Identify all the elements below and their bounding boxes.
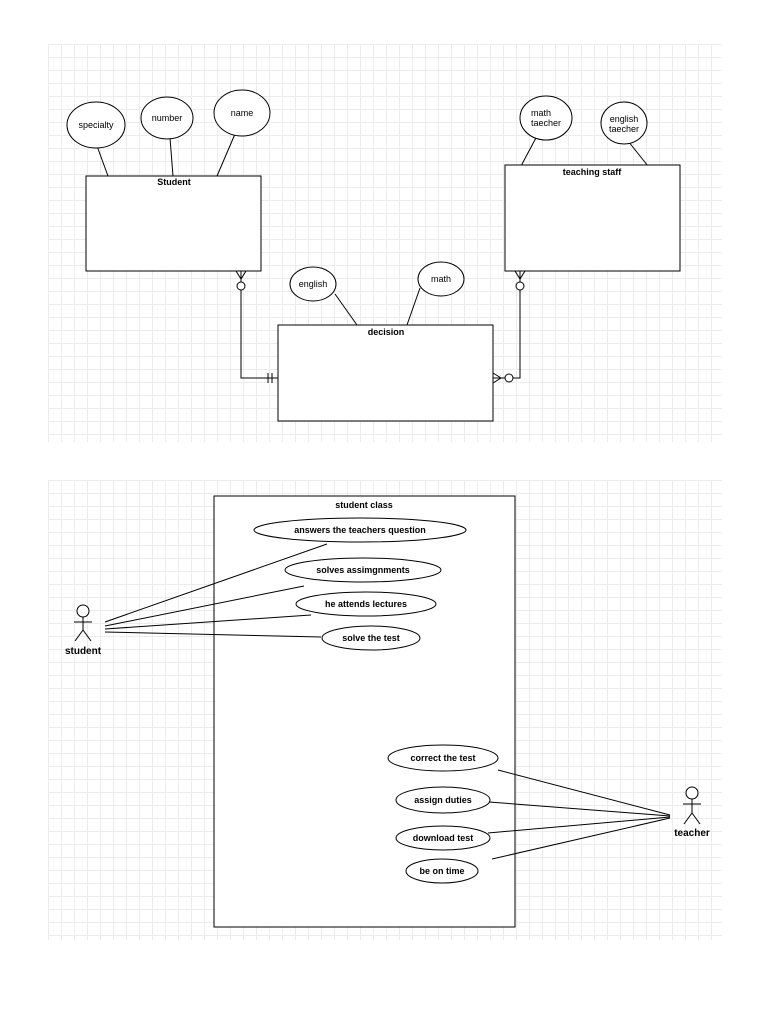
svg-text:solve the test: solve the test xyxy=(342,633,400,643)
svg-text:teacher: teacher xyxy=(674,828,710,839)
association-teacher-case-3 xyxy=(487,816,671,834)
svg-text:assign duties: assign duties xyxy=(414,795,472,805)
svg-text:math: math xyxy=(531,108,551,118)
svg-text:taecher: taecher xyxy=(609,124,639,134)
entity-decision: decision xyxy=(277,324,494,422)
association-student-case-2 xyxy=(104,585,305,627)
relationship-staff-decision xyxy=(492,270,526,384)
stick-figure-icon xyxy=(74,604,92,642)
english-connector xyxy=(334,293,358,326)
svg-text:decision: decision xyxy=(368,327,405,337)
svg-text:be on time: be on time xyxy=(419,866,464,876)
use-case-be-on-time: be on time xyxy=(405,858,479,884)
use-case-solve-test: solve the test xyxy=(321,625,421,651)
attribute-math: math xyxy=(417,261,465,297)
svg-text:specialty: specialty xyxy=(78,120,114,130)
math-teacher-connector xyxy=(520,135,538,167)
entity-student: Student xyxy=(85,175,262,272)
association-student-case-1 xyxy=(104,543,328,623)
attribute-number: number xyxy=(140,96,194,140)
svg-text:solves assimgnments: solves assimgnments xyxy=(316,565,410,575)
entity-teaching-staff: teaching staff xyxy=(504,164,681,272)
number-connector xyxy=(169,137,174,177)
svg-text:student: student xyxy=(65,646,102,657)
use-case-answers-question: answers the teachers question xyxy=(253,517,467,543)
use-case-assign-duties: assign duties xyxy=(395,786,491,814)
association-student-case-4 xyxy=(104,631,322,638)
svg-text:answers the teachers question: answers the teachers question xyxy=(294,525,426,535)
svg-text:taecher: taecher xyxy=(531,118,561,128)
svg-text:Student: Student xyxy=(157,177,191,187)
svg-text:math: math xyxy=(431,274,451,284)
attribute-english: english xyxy=(289,266,337,302)
actor-teacher: teacher xyxy=(674,786,710,839)
relationship-student-decision xyxy=(235,270,278,383)
attribute-english-teacher: english taecher xyxy=(600,101,648,145)
specialty-connector xyxy=(96,145,109,177)
math-connector xyxy=(406,287,421,326)
svg-text:english: english xyxy=(299,279,328,289)
use-case-correct-test: correct the test xyxy=(387,744,499,772)
stick-figure-icon xyxy=(683,786,701,825)
svg-text:he attends lectures: he attends lectures xyxy=(325,599,407,609)
svg-text:student class: student class xyxy=(335,500,393,510)
association-teacher-case-4 xyxy=(491,817,671,860)
english-teacher-connector xyxy=(627,140,649,167)
association-teacher-case-1 xyxy=(497,769,671,816)
use-case-attends-lectures: he attends lectures xyxy=(295,591,437,617)
svg-text:teaching staff: teaching staff xyxy=(563,167,623,177)
use-case-download-test: download test xyxy=(395,825,491,851)
svg-text:english: english xyxy=(610,114,639,124)
attribute-math-teacher: math taecher xyxy=(519,95,573,141)
svg-text:name: name xyxy=(231,108,254,118)
actor-student: student xyxy=(65,604,102,657)
name-connector xyxy=(216,133,236,177)
svg-text:download test: download test xyxy=(413,833,474,843)
association-student-case-3 xyxy=(104,614,312,630)
svg-text:number: number xyxy=(152,113,183,123)
association-teacher-case-2 xyxy=(488,801,671,817)
use-case-solves-assignments: solves assimgnments xyxy=(284,557,442,583)
svg-text:correct the test: correct the test xyxy=(410,753,475,763)
attribute-name: name xyxy=(213,89,271,137)
attribute-specialty: specialty xyxy=(66,101,126,149)
